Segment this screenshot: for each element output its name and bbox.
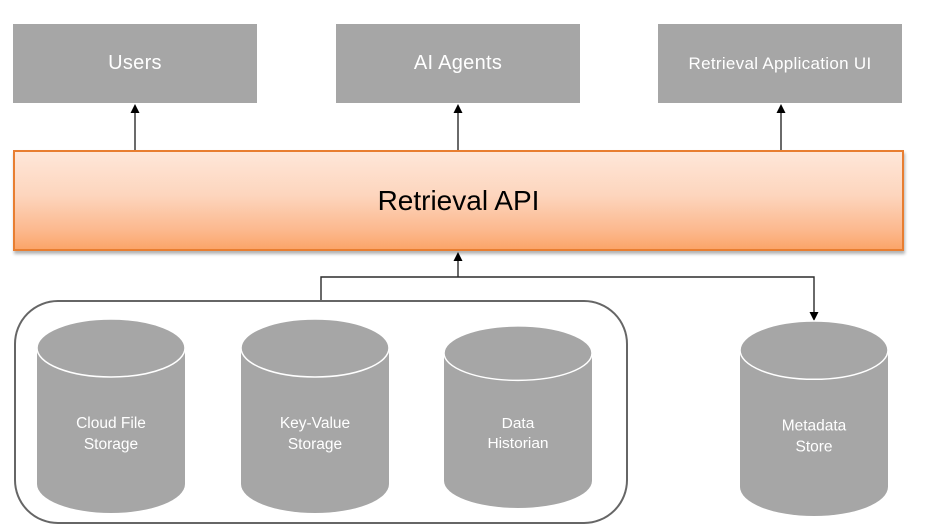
cylinder-top-disc: [240, 318, 390, 378]
storage-group-container: [14, 300, 628, 524]
ai-agents-box: AI Agents: [336, 24, 580, 103]
cylinder-top-disc: [443, 325, 593, 382]
key-value-storage-label-line1: Key-Value: [280, 415, 350, 432]
retrieval-api-bar: Retrieval API: [13, 150, 904, 251]
retrieval-application-ui-box: Retrieval Application UI: [658, 24, 902, 103]
cloud-file-storage-label-line1: Cloud File: [76, 415, 146, 432]
cylinder-top-disc: [739, 320, 889, 381]
ai-agents-label: AI Agents: [413, 52, 503, 74]
metadata-store-cylinder: Metadata Store: [739, 320, 889, 516]
metadata-store-label-line1: Metadata: [782, 418, 847, 435]
retrieval-application-ui-label: Retrieval Application UI: [688, 53, 872, 73]
arrowhead-api: [453, 252, 463, 261]
arrowhead-ui: [776, 104, 786, 113]
arrowhead-agents: [453, 104, 463, 113]
cloud-file-storage-label-line2: Storage: [84, 436, 138, 453]
users-box: Users: [13, 24, 257, 103]
key-value-storage-label-line2: Storage: [288, 436, 342, 453]
retrieval-api-label: Retrieval API: [377, 184, 540, 216]
users-label: Users: [108, 52, 162, 74]
arrowhead-users: [130, 104, 140, 113]
metadata-store-label-line2: Store: [796, 439, 833, 456]
cylinder-key-value-storage: Key-Value Storage: [240, 318, 390, 513]
cylinder-top-disc: [36, 318, 186, 378]
data-historian-label-line1: Data: [502, 416, 535, 432]
cylinder-cloud-file-storage: Cloud File Storage: [36, 318, 186, 513]
cylinder-data-historian: Data Historian: [443, 325, 593, 508]
data-historian-label-line2: Historian: [487, 435, 548, 451]
